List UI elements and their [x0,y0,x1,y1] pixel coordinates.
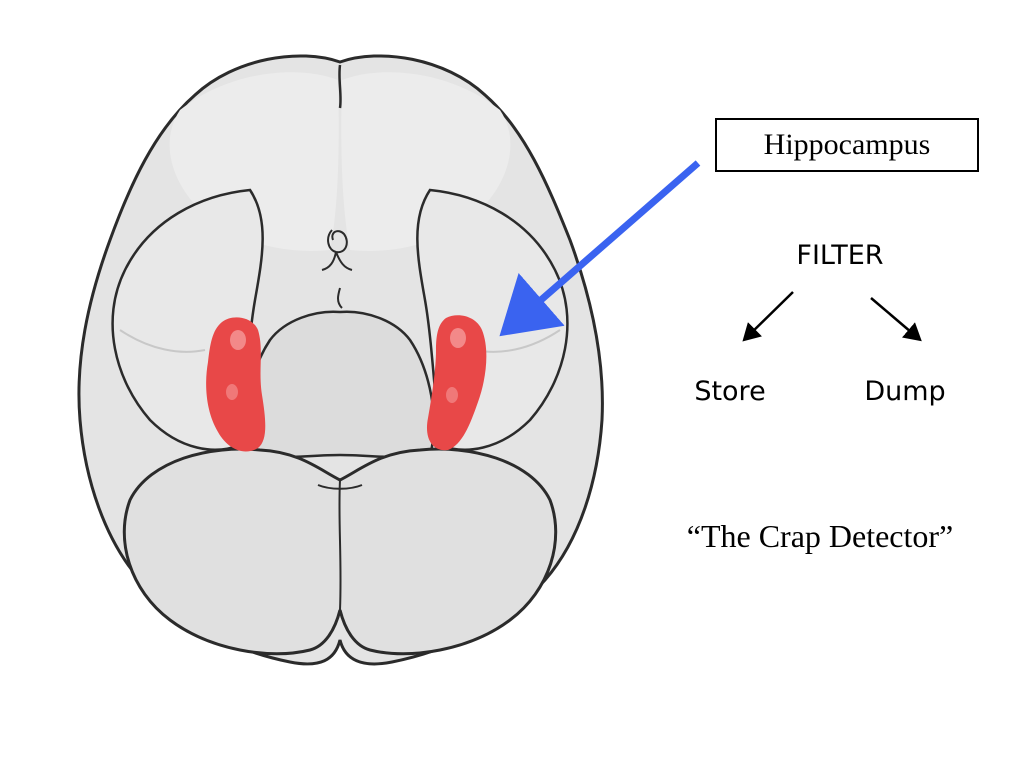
pointer-arrow [499,160,701,337]
store-label: Store [694,376,766,407]
hippocampus-left [206,317,266,452]
arrow-to-store [742,291,794,342]
dump-label: Dump [864,376,946,407]
hippocampus-label-box: Hippocampus [715,118,979,172]
crap-detector-caption: “The Crap Detector” [686,518,954,554]
arrow-to-dump [870,297,922,342]
hippocampus-label: Hippocampus [763,128,931,161]
filter-label: FILTER [796,240,884,271]
hippocampus-right [426,315,487,451]
